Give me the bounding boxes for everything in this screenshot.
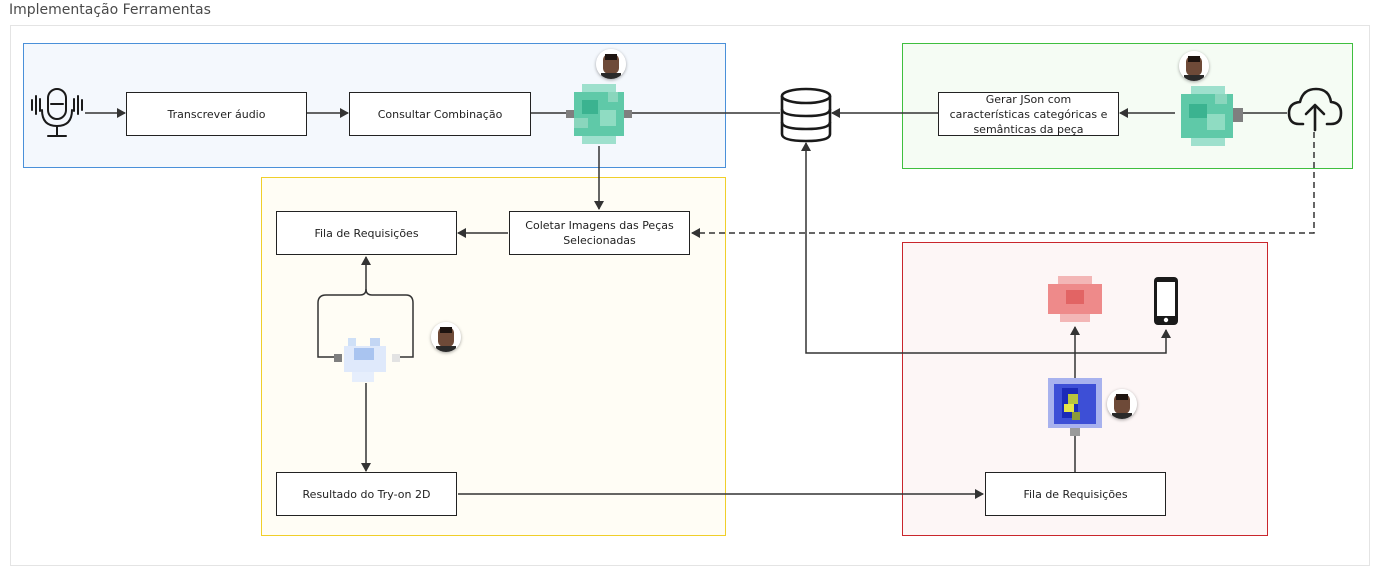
user-avatar-icon [431, 322, 461, 352]
edge-branch-database [801, 142, 1075, 354]
page-title: Implementação Ferramentas [9, 2, 211, 18]
pixelated-logo-green [566, 84, 632, 144]
transcrever-audio-node[interactable]: Transcrever áudio [126, 92, 307, 136]
canvas-frame [10, 25, 1370, 566]
pixelated-logo-green-2 [1181, 86, 1243, 146]
microphone-icon [31, 88, 83, 137]
pixelated-logo-light-blue [334, 338, 400, 382]
resultado-tryon-node[interactable]: Resultado do Try-on 2D [276, 472, 457, 516]
edge-loop-right [365, 288, 414, 358]
edge-cloud-coletar [691, 132, 1315, 238]
consultar-combinacao-node[interactable]: Consultar Combinação [349, 92, 531, 136]
gerar-json-node[interactable]: Gerar JSon com características categóric… [938, 92, 1119, 136]
user-avatar-icon [596, 49, 626, 79]
user-avatar-icon [1179, 51, 1209, 81]
smartphone-icon [1154, 277, 1178, 325]
cloud-upload-icon[interactable] [1286, 86, 1344, 134]
fila-requisicoes-node-1[interactable]: Fila de Requisições [276, 211, 457, 255]
database-icon [780, 87, 832, 143]
pixelated-logo-dark-blue [1048, 378, 1102, 436]
edge-branch-phone [1075, 329, 1171, 354]
fila-requisicoes-node-2[interactable]: Fila de Requisições [985, 472, 1166, 516]
user-avatar-icon [1107, 389, 1137, 419]
coletar-imagens-node[interactable]: Coletar Imagens das Peças Selecionadas [509, 211, 690, 255]
pixelated-logo-red [1048, 276, 1102, 322]
